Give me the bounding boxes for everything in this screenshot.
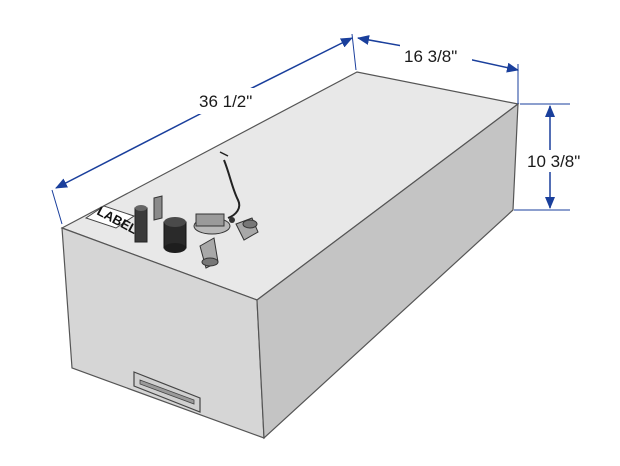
length-dimension: 36 1/2" [51, 33, 357, 225]
length-dimension-label: 36 1/2" [199, 92, 252, 111]
width-dimension-label: 16 3/8" [404, 47, 457, 66]
height-dimension: 10 3/8" [514, 103, 598, 211]
tank-body [60, 71, 520, 440]
length-dimension-arrow [55, 113, 201, 189]
tank-side-face [256, 102, 519, 440]
mounting-bracket [133, 371, 201, 413]
vent-valve-fitting [163, 217, 187, 253]
width-dimension: 16 3/8" [357, 35, 519, 104]
elbow-fitting-right [235, 217, 259, 241]
fuel-sender-wire [219, 151, 241, 219]
elbow-fitting-left [199, 237, 219, 269]
height-dimension-label: 10 3/8" [527, 152, 580, 171]
clamp-fitting [153, 195, 163, 221]
fuel-sender-unit [193, 213, 235, 235]
fill-neck-fitting [134, 205, 148, 243]
